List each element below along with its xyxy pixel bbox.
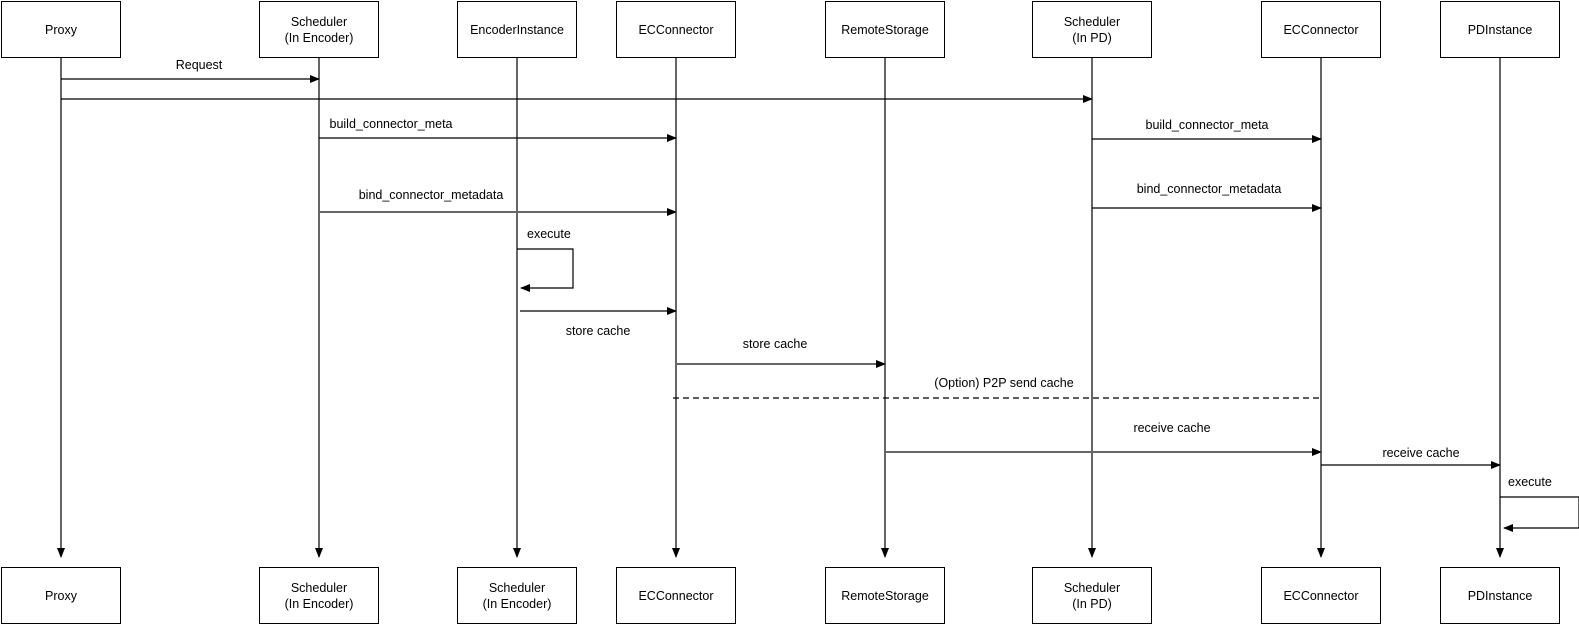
participant-box-top-scheduler-enc[interactable]: Scheduler (In Encoder) (259, 1, 379, 58)
message-label-bind-connector-meta-2: bind_connector_metadata (1136, 182, 1282, 196)
participant-box-bottom-scheduler-enc[interactable]: Scheduler (In Encoder) (259, 567, 379, 624)
participant-label: RemoteStorage (841, 588, 929, 603)
participant-label: PDInstance (1467, 22, 1533, 37)
participant-box-top-proxy[interactable]: Proxy (1, 1, 121, 58)
participant-label: PDInstance (1467, 588, 1533, 603)
participant-box-bottom-remotestorage[interactable]: RemoteStorage (825, 567, 945, 624)
message-label-bind-connector-meta-1: bind_connector_metadata (358, 188, 504, 202)
message-label-receive-cache-2: receive cache (1382, 446, 1460, 460)
participant-box-top-pdinstance[interactable]: PDInstance (1440, 1, 1560, 58)
participant-label: RemoteStorage (841, 22, 929, 37)
message-label-store-cache-2: store cache (742, 337, 808, 351)
participant-label: ECConnector (638, 22, 714, 37)
participant-box-bottom-proxy[interactable]: Proxy (1, 567, 121, 624)
participant-label: Scheduler (In Encoder) (482, 580, 552, 611)
message-label-build-connector-meta-2: build_connector_meta (1145, 118, 1269, 132)
participant-box-top-ecconnector-1[interactable]: ECConnector (616, 1, 736, 58)
participant-label: Scheduler (In Encoder) (284, 580, 354, 611)
self-message-label-execute-encoder: execute (527, 227, 571, 241)
participant-box-bottom-scheduler-pd[interactable]: Scheduler (In PD) (1032, 567, 1152, 624)
participant-label: EncoderInstance (470, 22, 564, 37)
participant-label: Scheduler (In Encoder) (284, 14, 354, 45)
participant-box-top-scheduler-pd[interactable]: Scheduler (In PD) (1032, 1, 1152, 58)
message-label-request: Request (175, 58, 223, 72)
self-message-execute-pdinstance (1500, 496, 1579, 532)
participant-label: Scheduler (In PD) (1063, 14, 1121, 45)
participant-label: ECConnector (1283, 588, 1359, 603)
self-messages-group (517, 248, 1579, 532)
participant-box-bottom-encoder-inst[interactable]: Scheduler (In Encoder) (457, 567, 577, 624)
self-message-label-execute-pdinstance: execute (1508, 475, 1552, 489)
participant-box-top-encoder-inst[interactable]: EncoderInstance (457, 1, 577, 58)
self-message-execute-encoder (517, 248, 574, 292)
message-label-build-connector-meta-1: build_connector_meta (329, 117, 453, 131)
message-label-receive-cache-1: receive cache (1133, 421, 1211, 435)
participant-box-bottom-ecconnector-2[interactable]: ECConnector (1261, 567, 1381, 624)
participant-box-bottom-pdinstance[interactable]: PDInstance (1440, 567, 1560, 624)
participant-label: ECConnector (1283, 22, 1359, 37)
lifelines-group (57, 58, 1504, 558)
participant-box-top-ecconnector-2[interactable]: ECConnector (1261, 1, 1381, 58)
participant-label: ECConnector (638, 588, 714, 603)
messages-group (61, 75, 1501, 469)
participant-box-top-remotestorage[interactable]: RemoteStorage (825, 1, 945, 58)
message-label-store-cache-1: store cache (565, 324, 631, 338)
message-label-p2p-send-cache: (Option) P2P send cache (934, 376, 1074, 390)
participant-label: Proxy (45, 22, 77, 37)
participant-box-bottom-ecconnector-1[interactable]: ECConnector (616, 567, 736, 624)
participant-label: Scheduler (In PD) (1063, 580, 1121, 611)
participant-label: Proxy (45, 588, 77, 603)
